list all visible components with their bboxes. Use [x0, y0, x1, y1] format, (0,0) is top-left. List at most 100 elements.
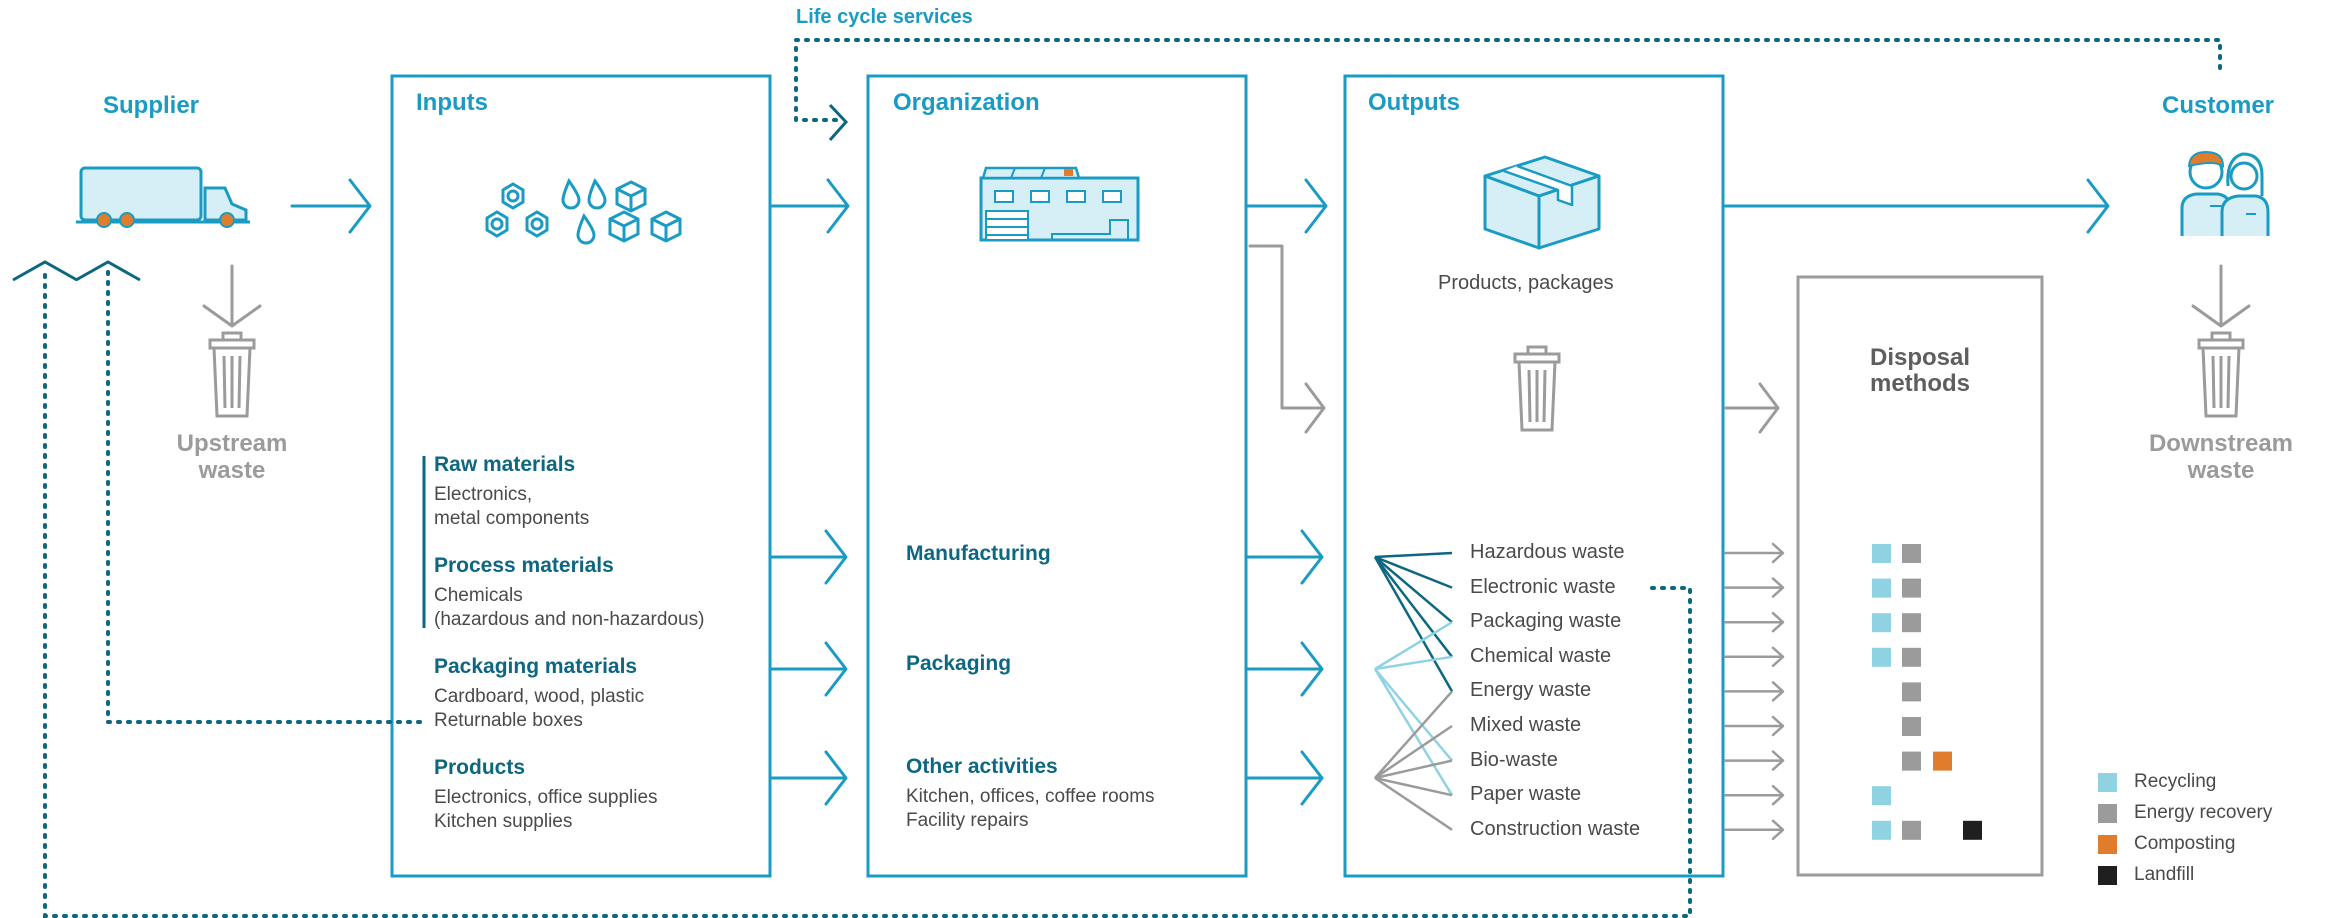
inputs-box [390, 74, 772, 878]
life-cycle-services-path [794, 38, 2222, 122]
disposal-square [1902, 820, 1921, 840]
waste-type-1: Electronic waste [1470, 575, 1616, 598]
other-out-arrow [1246, 750, 1324, 806]
input-group-line: (hazardous and non-hazardous) [434, 609, 705, 631]
downstream-waste-line1: Downstream [2148, 430, 2294, 457]
waste-type-7: Paper waste [1470, 783, 1582, 806]
products-packages-label: Products, packages [1438, 272, 1614, 294]
supplier-title: Supplier [103, 92, 200, 119]
input-group-products: Products Electronics, office supplies Ki… [434, 755, 658, 834]
outputs-box [1343, 74, 1725, 878]
legend-swatches [2098, 773, 2117, 885]
waste-type-8: Construction waste [1470, 817, 1641, 840]
disposal-square [1963, 820, 1982, 840]
manufacturing-fan-line [1374, 555, 1453, 589]
disposal-square [1902, 544, 1921, 563]
legend-swatch [2098, 835, 2117, 854]
disposal-square [1872, 578, 1891, 598]
people-icon [2180, 150, 2270, 236]
factory-icon [979, 166, 1140, 242]
input-group-packaging: Packaging materials Cardboard, wood, pla… [434, 654, 644, 733]
input-group-title: Packaging materials [434, 655, 638, 678]
waste-fan-lines [1373, 551, 1454, 831]
waste-row-arrow [1723, 611, 1785, 633]
input-group-line: metal components [434, 508, 590, 530]
legend-label: Recycling [2134, 771, 2217, 792]
return-arrowhead-right [75, 260, 141, 282]
other-in-arrow [770, 750, 848, 806]
packaging-fan-line [1374, 621, 1453, 671]
manufacturing-out-arrow [1246, 529, 1324, 585]
outputs-title: Outputs [1368, 89, 1460, 116]
disposal-square [1872, 544, 1891, 563]
packaging-fan-line [1374, 655, 1453, 671]
other-fan-line [1374, 776, 1453, 831]
activity-line: Kitchen, offices, coffee rooms [906, 786, 1155, 808]
waste-row-arrow [1723, 750, 1785, 771]
organization-waste-arrow [1248, 244, 1326, 434]
legend-swatch [2098, 804, 2117, 823]
customer-waste-arrow [2191, 264, 2251, 328]
customer-title: Customer [2162, 92, 2275, 119]
input-group-title: Raw materials [434, 453, 576, 476]
return-arrowhead-left [12, 260, 78, 282]
activity-other: Other activities Kitchen, offices, coffe… [906, 754, 1155, 833]
supplier-to-inputs-arrow [290, 178, 372, 234]
input-group-line: Returnable boxes [434, 710, 583, 732]
outputs-to-customer-arrow [1723, 178, 2110, 234]
disposal-square [1902, 578, 1921, 598]
materials-icon [485, 177, 682, 245]
waste-row-arrow [1723, 542, 1785, 564]
outputs-trash-icon [1513, 345, 1561, 432]
activity-packaging: Packaging [906, 652, 1012, 675]
legend-swatch [2098, 866, 2117, 885]
input-group-line: Electronics, [434, 484, 533, 506]
life-cycle-services-arrowhead [828, 103, 849, 141]
upstream-waste-label: Upstream waste [152, 430, 312, 484]
packaging-fan-line [1374, 668, 1453, 762]
inputs-title: Inputs [416, 89, 488, 116]
legend-swatch [2098, 773, 2117, 792]
package-box-icon [1483, 155, 1601, 250]
legend-label: Landfill [2134, 864, 2195, 885]
input-group-line: Electronics, office supplies [434, 787, 658, 809]
activity-manufacturing: Manufacturing [906, 542, 1051, 565]
organization-box [866, 74, 1248, 878]
input-group-line: Chemicals [434, 585, 523, 607]
legend-label: Energy recovery [2134, 802, 2273, 823]
disposal-square [1872, 786, 1891, 806]
downstream-waste-label: Downstream waste [2131, 430, 2311, 484]
organization-title: Organization [893, 89, 1040, 116]
outputs-to-disposal-arrow [1723, 382, 1780, 434]
disposal-square [1902, 613, 1921, 633]
truck-icon [76, 166, 250, 228]
waste-row-arrow [1723, 715, 1785, 737]
manufacturing-in-arrow [770, 529, 848, 585]
input-group-line: Cardboard, wood, plastic [434, 686, 645, 708]
disposal-square [1872, 613, 1891, 633]
life-cycle-services-label: Life cycle services [796, 6, 973, 28]
manufacturing-fan-line [1373, 556, 1454, 693]
disposal-square [1933, 751, 1952, 771]
disposal-matrix [1872, 544, 1982, 840]
disposal-square [1872, 820, 1891, 840]
disposal-box [1796, 275, 2044, 877]
waste-type-3: Chemical waste [1470, 644, 1612, 667]
packaging-out-arrow [1246, 641, 1324, 697]
input-group-title: Process materials [434, 554, 614, 577]
supplier-waste-arrow [202, 264, 262, 328]
returnable-boxes-return-path [106, 270, 422, 724]
waste-row-arrow [1723, 784, 1785, 806]
waste-row-arrow [1723, 681, 1785, 702]
waste-type-arrows [1723, 542, 1785, 841]
disposal-square [1902, 647, 1921, 667]
waste-row-arrow [1723, 819, 1785, 841]
disposal-title-line2: methods [1869, 370, 1970, 397]
input-group-raw: Raw materials Electronics, metal compone… [434, 452, 589, 531]
manufacturing-fan-line [1374, 556, 1453, 624]
inputs-to-organization-arrow [770, 178, 850, 234]
activity-line: Facility repairs [906, 810, 1029, 832]
disposal-square [1902, 751, 1921, 771]
legend-label: Composting [2134, 833, 2236, 854]
